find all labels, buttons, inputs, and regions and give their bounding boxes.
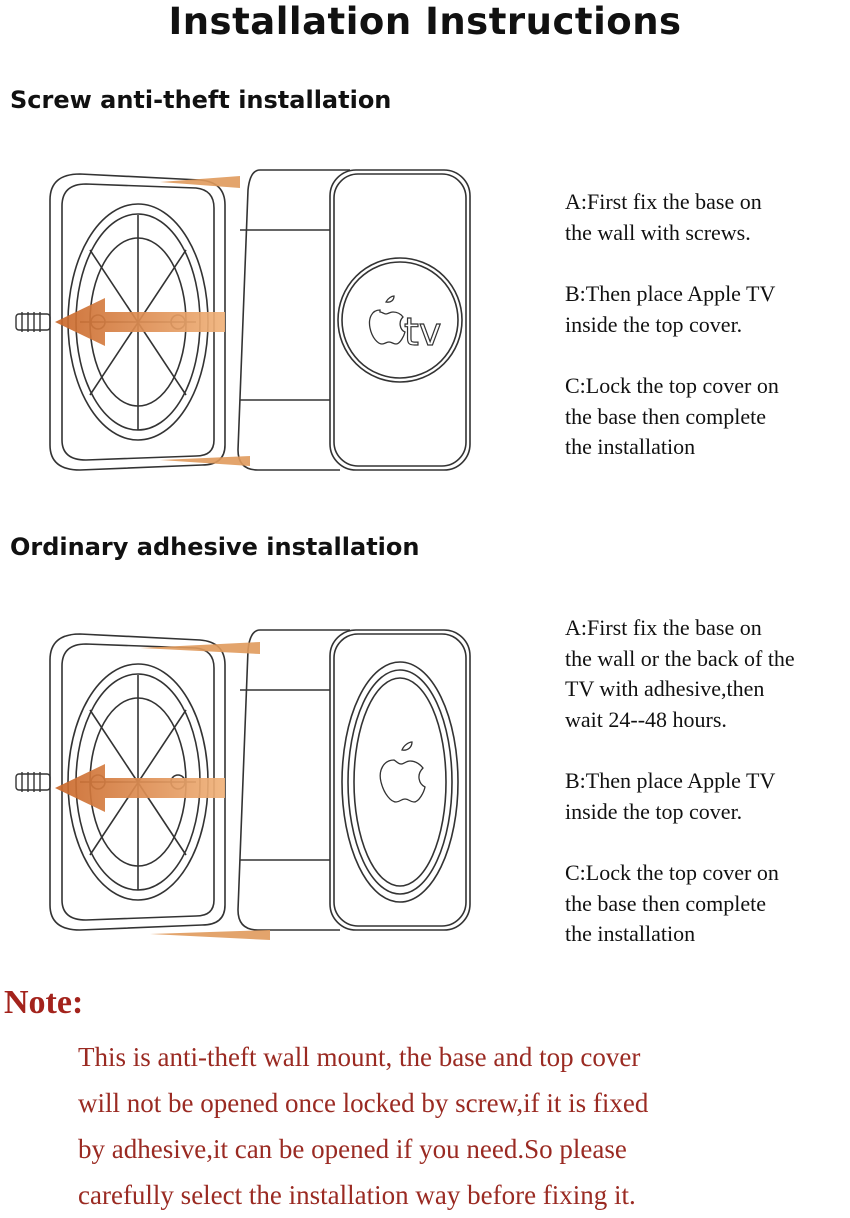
adhesive-step-c: C:Lock the top cover on the base then co…: [565, 860, 779, 946]
section-heading-adhesive: Ordinary adhesive installation: [10, 533, 420, 561]
apple-tv-logo-text: tv: [404, 310, 441, 354]
adhesive-steps: A:First fix the base on the wall or the …: [565, 613, 850, 981]
screw-step-c: C:Lock the top cover on the base then co…: [565, 373, 779, 459]
screw-icon: [15, 312, 51, 332]
top-cover: [237, 629, 471, 931]
direction-arrows: [55, 176, 250, 466]
screw-step-a: A:First fix the base on the wall with sc…: [565, 189, 762, 245]
note-heading: Note:: [4, 984, 84, 1021]
top-cover: [237, 169, 471, 471]
screw-installation-illustration: tv: [15, 169, 471, 471]
adhesive-installation-illustration: [15, 629, 471, 940]
screw-step-b: B:Then place Apple TV inside the top cov…: [565, 281, 776, 337]
screw-steps: A:First fix the base on the wall with sc…: [565, 187, 850, 494]
adhesive-step-a: A:First fix the base on the wall or the …: [565, 615, 795, 732]
apple-tv-logo: tv: [368, 295, 442, 355]
screw-icon: [15, 772, 51, 792]
direction-arrows: [55, 642, 270, 940]
note-body: This is anti-theft wall mount, the base …: [78, 1042, 649, 1210]
page-title: Installation Instructions: [168, 0, 682, 43]
adhesive-step-b: B:Then place Apple TV inside the top cov…: [565, 768, 776, 824]
apple-logo: [379, 741, 426, 803]
section-heading-screw: Screw anti-theft installation: [10, 86, 392, 114]
